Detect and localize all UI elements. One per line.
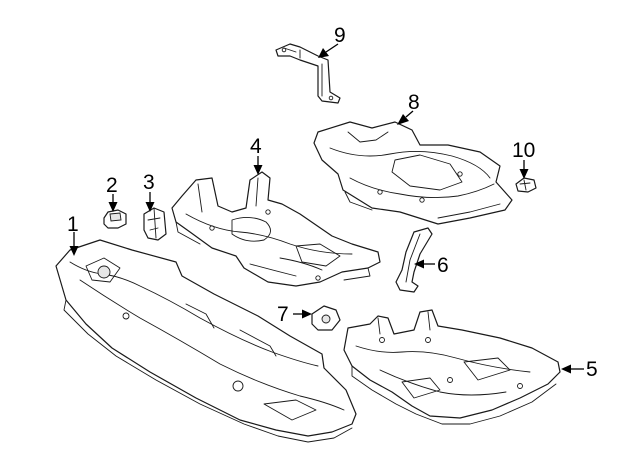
callout-2: 2 <box>106 174 118 197</box>
callout-6: 6 <box>437 254 449 277</box>
leader-8 <box>405 110 414 118</box>
callout-7: 7 <box>277 303 289 326</box>
part-7-nut <box>311 305 341 331</box>
callout-4: 4 <box>250 135 262 158</box>
arrowhead-8 <box>397 114 409 125</box>
arrowhead-6 <box>414 259 424 269</box>
part-5-rear-shield <box>343 309 561 425</box>
arrowhead-5 <box>561 364 571 374</box>
part-6-strut <box>395 227 433 293</box>
part-9-bracket <box>275 43 341 104</box>
arrowhead-2 <box>108 202 118 212</box>
callout-leaders <box>69 43 584 374</box>
callout-5: 5 <box>586 358 598 381</box>
arrowhead-7 <box>302 309 312 319</box>
arrowhead-9 <box>318 48 329 58</box>
part-8-splash-shield <box>313 121 513 225</box>
part-1-front-shield <box>55 239 357 443</box>
callout-3: 3 <box>143 171 155 194</box>
callout-9: 9 <box>334 24 346 47</box>
part-3-retainer <box>143 207 167 241</box>
arrowhead-1 <box>69 246 79 256</box>
callout-8: 8 <box>408 91 420 114</box>
arrowhead-10 <box>519 169 529 179</box>
callout-1: 1 <box>67 213 79 236</box>
callout-10: 10 <box>512 139 535 162</box>
part-4-center-shield <box>171 171 381 287</box>
arrowhead-3 <box>145 202 155 212</box>
arrowhead-4 <box>253 165 263 175</box>
part-10-clip <box>515 177 537 193</box>
leader-9 <box>325 43 339 53</box>
part-2-clip <box>103 209 127 229</box>
callout-labels: 1 2 3 4 5 6 7 8 9 10 <box>67 24 598 381</box>
